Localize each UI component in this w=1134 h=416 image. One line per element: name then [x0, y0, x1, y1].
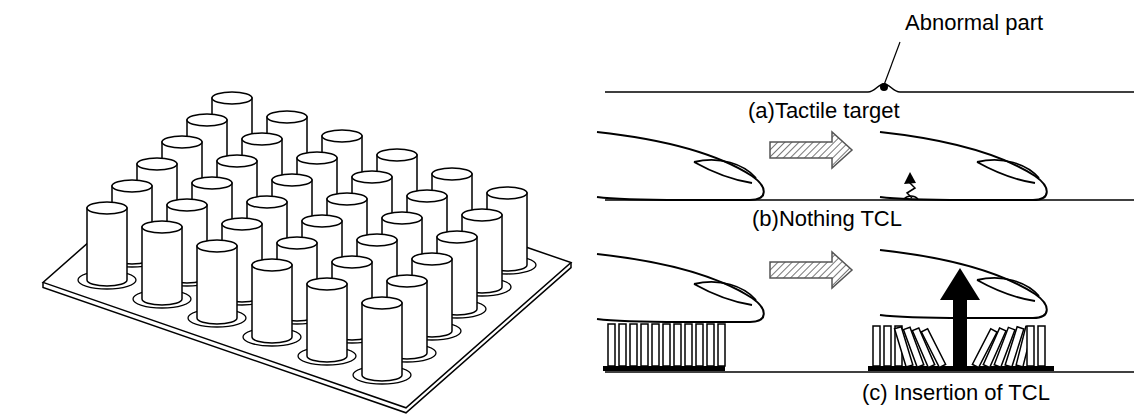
tcl-strip: [603, 324, 725, 371]
finger: [880, 132, 1047, 200]
wave-arrow-head: [904, 172, 916, 184]
panel-caption: (c) Insertion of TCL: [862, 380, 1050, 406]
surface-line: [605, 371, 1134, 373]
pillar: [78, 202, 136, 289]
wave-arrow: [907, 182, 915, 198]
motion-arrow: [770, 252, 852, 288]
pillar: [353, 297, 411, 384]
pillar: [298, 278, 356, 365]
panel-caption: (a)Tactile target: [748, 98, 900, 124]
finger: [597, 254, 764, 322]
pillar: [188, 240, 246, 327]
pillar-array: [43, 92, 571, 413]
plate: [43, 137, 571, 408]
target-surface: [605, 84, 1134, 92]
part-label: Abnormal part: [905, 10, 1043, 36]
pillar: [133, 221, 191, 308]
finger: [597, 132, 764, 200]
pillar: [243, 259, 301, 346]
motion-arrow: [770, 132, 852, 168]
leader-line: [884, 42, 900, 85]
force-arrow: [940, 268, 980, 370]
panel-caption: (b)Nothing TCL: [752, 206, 902, 232]
